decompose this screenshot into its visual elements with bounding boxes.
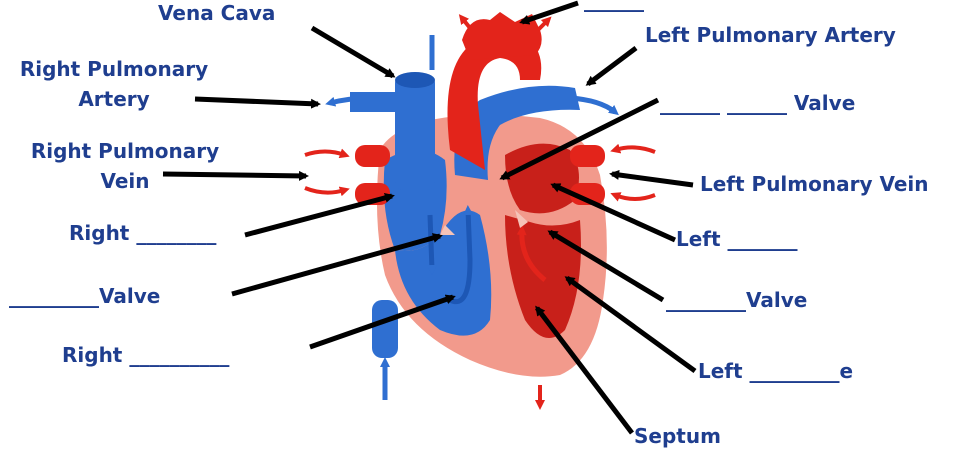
label-vena-cava: Vena Cava <box>158 1 275 25</box>
inferior-vena-cava <box>372 300 398 358</box>
arrow-top-blank <box>522 3 578 22</box>
label-right-blank-2: Right __________ <box>62 343 229 367</box>
arrow-left-pulmonary-artery <box>588 48 636 84</box>
label-top-blank: ______ <box>584 0 644 12</box>
label-left-blank-2: Left _________e <box>698 359 853 383</box>
right-pulmonary-artery <box>350 92 395 112</box>
arrow-right-blank-1 <box>245 196 392 235</box>
label-right-pulmonary-artery-line1: Right Pulmonary <box>0 57 228 81</box>
right-pulmonary-vein-upper <box>355 145 390 167</box>
label-right-pulmonary-artery: Right Pulmonary Artery <box>0 57 228 111</box>
label-right-pulmonary-vein-line2: Vein <box>9 169 241 193</box>
left-pulmonary-vein-upper <box>570 145 605 167</box>
label-left-blank-1: Left _______ <box>676 227 798 251</box>
label-right-pulmonary-vein: Right Pulmonary Vein <box>9 139 241 193</box>
label-left-pulmonary-vein: Left Pulmonary Vein <box>700 172 929 196</box>
label-septum: Septum <box>634 424 721 448</box>
label-right-pulmonary-vein-line1: Right Pulmonary <box>9 139 241 163</box>
label-valve-left-blank: _________Valve <box>9 284 160 308</box>
arrow-vena-cava <box>312 28 393 76</box>
label-right-pulmonary-artery-line2: Artery <box>0 87 228 111</box>
label-valve-right-blank: ________Valve <box>666 288 807 312</box>
label-right-blank-1: Right ________ <box>69 221 216 245</box>
left-atrium-red <box>505 144 579 214</box>
arrow-left-pulmonary-vein <box>612 174 693 185</box>
label-valve-top-blank: ______ ______ Valve <box>660 91 855 115</box>
label-left-pulmonary-artery: Left Pulmonary Artery <box>645 23 896 47</box>
superior-vena-cava <box>395 75 435 190</box>
